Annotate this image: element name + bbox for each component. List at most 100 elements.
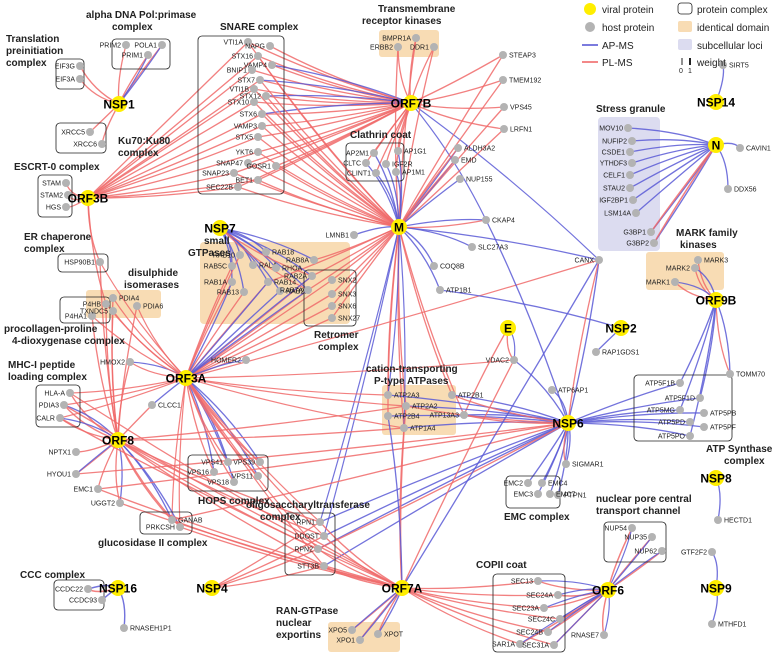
- host-node-stam2: STAM2: [40, 191, 72, 200]
- host-dot-clint1: [372, 169, 380, 177]
- host-dot-mark3: [694, 256, 702, 264]
- host-dot-eif3a: [76, 75, 84, 83]
- host-node-vps16: VPS16: [187, 468, 218, 477]
- group-label-retromer: Retromer: [314, 330, 359, 341]
- host-node-hgs: HGS: [46, 203, 70, 212]
- edge-orf9b-atp5po: [689, 299, 717, 437]
- host-dot-sec24b: [544, 628, 552, 636]
- host-label-rpn2: RPN2: [294, 547, 313, 554]
- edge-nsp6-rpn2: [317, 422, 569, 550]
- host-dot-atp1a4: [400, 424, 408, 432]
- edge-nsp6-emc1: [97, 422, 569, 490]
- edge-orf7b-stx6: [261, 102, 412, 115]
- host-node-prkcsh: PRKCSH: [146, 523, 184, 532]
- group-label-mhc: MHC-I peptide: [8, 360, 76, 371]
- host-label-mov10: MOV10: [599, 126, 623, 133]
- host-dot-mark2: [691, 264, 699, 272]
- edge-orf3a-vps11: [185, 377, 259, 477]
- host-node-igf2bp1: IGF2BP1: [599, 196, 637, 205]
- host-label-erbb2: ERBB2: [370, 45, 393, 52]
- host-node-rpn2: RPN2: [294, 545, 322, 554]
- host-label-lrfn1: LRFN1: [510, 127, 532, 134]
- edge-nsp6-atp2a3: [387, 394, 569, 424]
- host-dot-rab2a: [308, 272, 316, 280]
- host-dot-xpo5: [348, 626, 356, 634]
- host-node-atp5mg: ATP5MG: [647, 406, 684, 415]
- host-node-nup54: NUP54: [604, 524, 636, 533]
- legend-viral-text: viral protein: [602, 5, 654, 16]
- edge-n-g3bp2: [653, 144, 717, 244]
- host-dot-ddr1: [430, 43, 438, 51]
- host-node-sec13: SEC13: [511, 577, 542, 586]
- group-label-emc: EMC complex: [504, 512, 570, 523]
- edge-nsp6-atp5pb: [567, 412, 705, 424]
- host-label-nup54: NUP54: [604, 526, 627, 533]
- host-label-calr: CALR: [36, 416, 55, 423]
- host-label-txndc5: TXNDC5: [80, 309, 108, 316]
- host-node-ccdc22: CCDC22: [55, 585, 92, 594]
- host-label-atp13a3: ATP13A3: [430, 413, 460, 420]
- edge-orf7b-vamp3: [261, 102, 412, 127]
- group-label-transmembrane2: receptor kinases: [362, 16, 442, 27]
- group-label-alpha-dna: alpha DNA Pol:primase: [86, 10, 197, 21]
- edge-nsp6-atp2b1: [451, 394, 569, 424]
- edge-orf7b-stx5: [257, 102, 412, 138]
- host-node-snx2: SNX2: [328, 276, 356, 285]
- host-node-mark1: MARK1: [646, 278, 679, 287]
- edge-orf7a-sec24a: [401, 587, 559, 597]
- host-label-celf1: CELF1: [603, 173, 625, 180]
- edge-orf3a-rab1a: [185, 281, 233, 379]
- host-label-prim1: PRIM1: [122, 53, 144, 60]
- host-dot-sec22b: [234, 183, 242, 191]
- host-dot-bnip1: [248, 66, 256, 74]
- host-label-atp5pd: ATP5PD: [658, 420, 685, 427]
- host-dot-g3bp1: [647, 228, 655, 236]
- host-label-uggt2: UGGT2: [91, 501, 115, 508]
- host-label-eif3g: EIF3G: [55, 64, 75, 71]
- host-dot-igf2r: [382, 160, 390, 168]
- host-node-aldh3a2: ALDH3A2: [454, 144, 495, 153]
- viral-dot-nsp1: [111, 96, 127, 112]
- host-node-rpn1: RPN1: [296, 518, 324, 527]
- host-label-vti1a: VTI1A: [224, 40, 244, 47]
- edge-nsp6-ckap4: [485, 219, 569, 424]
- host-node-stt3b: STT3B: [297, 562, 328, 571]
- viral-dot-orf9b: [708, 292, 724, 308]
- edge-orf7a-atp2b4: [387, 415, 403, 589]
- host-dot-vps18: [230, 478, 238, 486]
- host-dot-sec24a: [554, 591, 562, 599]
- host-label-xrcc6: XRCC6: [73, 142, 97, 149]
- group-label-snare: SNARE complex: [220, 22, 299, 33]
- host-node-rnase7: RNASE7: [571, 631, 608, 640]
- edge-orf9b-tomm70: [715, 299, 731, 375]
- host-dot-ap2m1: [370, 149, 378, 157]
- host-label-stam: STAM: [42, 181, 61, 188]
- edge-nsp6-atp2b4: [387, 414, 569, 424]
- atp-synthase-box: [633, 374, 733, 442]
- host-node-pdia4: PDIA4: [109, 294, 139, 303]
- host-dot-snap23: [230, 169, 238, 177]
- edge-orf7b-stx7: [259, 79, 412, 104]
- host-label-ddost: DDOST: [295, 534, 320, 541]
- host-node-coq8b: COQ8B: [430, 262, 465, 271]
- group-label-translation: Translation: [6, 34, 59, 45]
- host-node-pdia3: PDIA3: [39, 401, 68, 410]
- viral-dot-nsp14: [708, 94, 724, 110]
- viral-dot-orf6: [600, 582, 616, 598]
- edge-orf7a-sec23a: [401, 587, 545, 609]
- viral-dot-nsp9: [708, 580, 724, 596]
- atpase-domain: [382, 385, 456, 435]
- viral-node-nsp4: NSP4: [196, 580, 228, 596]
- host-label-stx6: STX6: [239, 112, 257, 119]
- host-node-atp1a4: ATP1A4: [400, 424, 436, 433]
- group-label-small-gtpases: small: [204, 236, 230, 247]
- host-node-gosr1: GOSR1: [246, 162, 280, 171]
- viral-dot-n: [708, 137, 724, 153]
- host-label-atp1b1: ATP1B1: [446, 288, 472, 295]
- host-dot-stau2: [626, 184, 634, 192]
- edge-nsp7-rab2a: [219, 227, 313, 277]
- edge-m-snap47: [247, 162, 400, 228]
- host-node-slc27a3: SLC27A3: [468, 243, 508, 252]
- edge-nsp6-vdac2: [513, 359, 569, 424]
